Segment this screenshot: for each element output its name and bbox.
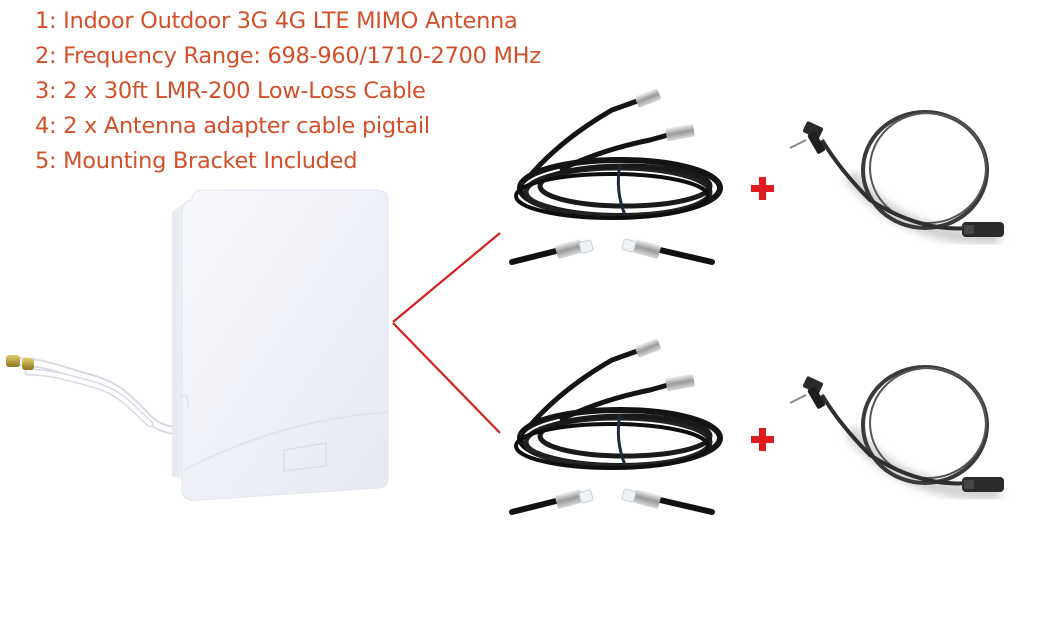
branch-connector (392, 232, 501, 434)
feature-item: 5: Mounting Bracket Included (35, 148, 358, 174)
feature-item: 4: 2 x Antenna adapter cable pigtail (35, 113, 430, 139)
feature-item: 2: Frequency Range: 698-960/1710-2700 MH… (35, 43, 541, 69)
pigtail-cable-icon (789, 365, 1004, 501)
panel-antenna-icon (6, 189, 389, 501)
feature-item: 3: 2 x 30ft LMR-200 Low-Loss Cable (35, 78, 426, 104)
feature-item: 1: Indoor Outdoor 3G 4G LTE MIMO Antenna (35, 8, 518, 34)
plus-icon (751, 428, 774, 451)
plus-icon (751, 177, 774, 200)
pigtail-cable-icon (789, 110, 1004, 246)
coax-cable-icon (509, 338, 723, 515)
feature-list: 1: Indoor Outdoor 3G 4G LTE MIMO Antenna… (35, 4, 541, 179)
coax-cable-icon (509, 88, 723, 265)
